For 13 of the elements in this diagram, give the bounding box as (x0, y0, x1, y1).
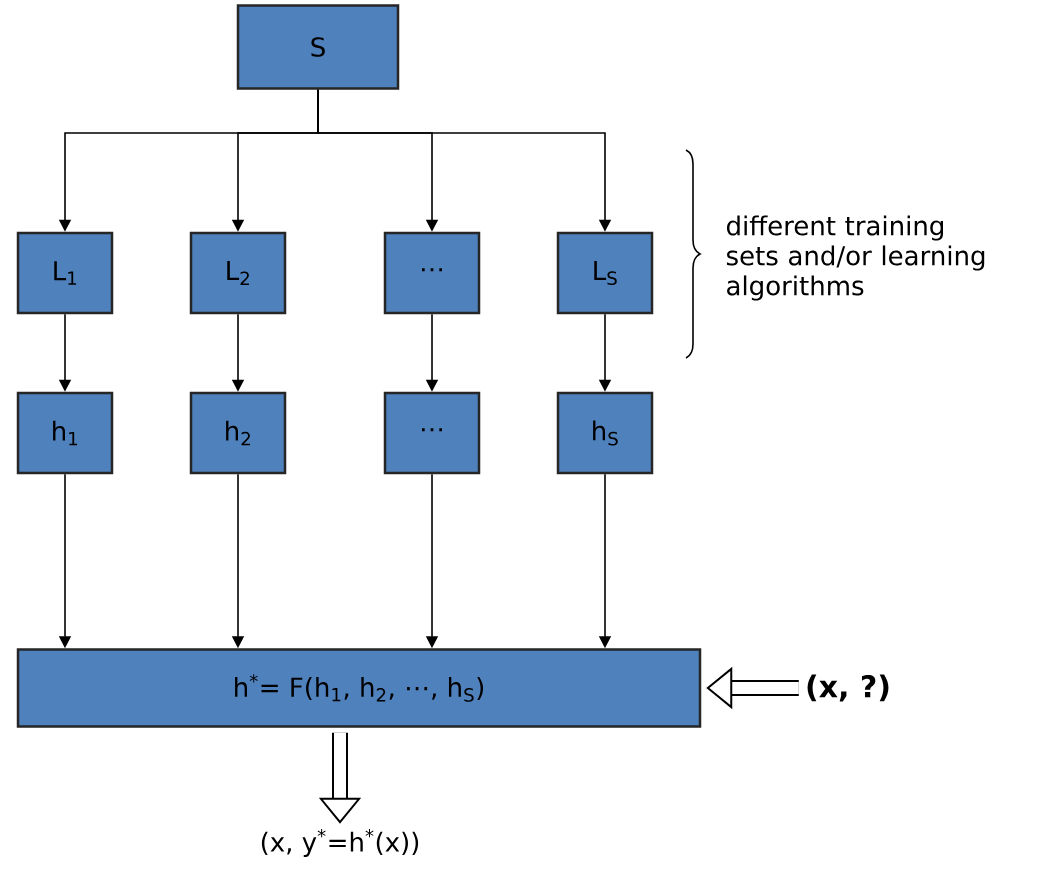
input-text: (x, ?) (807, 674, 889, 702)
process-box: ⋯ (383, 391, 481, 475)
process-box: S (236, 4, 400, 90)
process-box: L$_{2}$ (189, 231, 287, 315)
process-box: h$_{1}$ (16, 391, 114, 475)
process-box: h$_{S}$ (556, 391, 654, 475)
annotation-text: different training sets and/or learning algorithms (726, 215, 985, 301)
process-box: ⋯ (383, 231, 481, 315)
output-text: (x, y$^{*}$=h$^{*}$(x)) (261, 829, 419, 857)
process-box: L$_{1}$ (16, 231, 114, 315)
process-box: h$^{*}$= F(h$_{1}$, h$_{2}$, ⋯, h$_{S}$) (16, 648, 702, 728)
process-box: h$_{2}$ (189, 391, 287, 475)
process-box: L$_{S}$ (556, 231, 654, 315)
